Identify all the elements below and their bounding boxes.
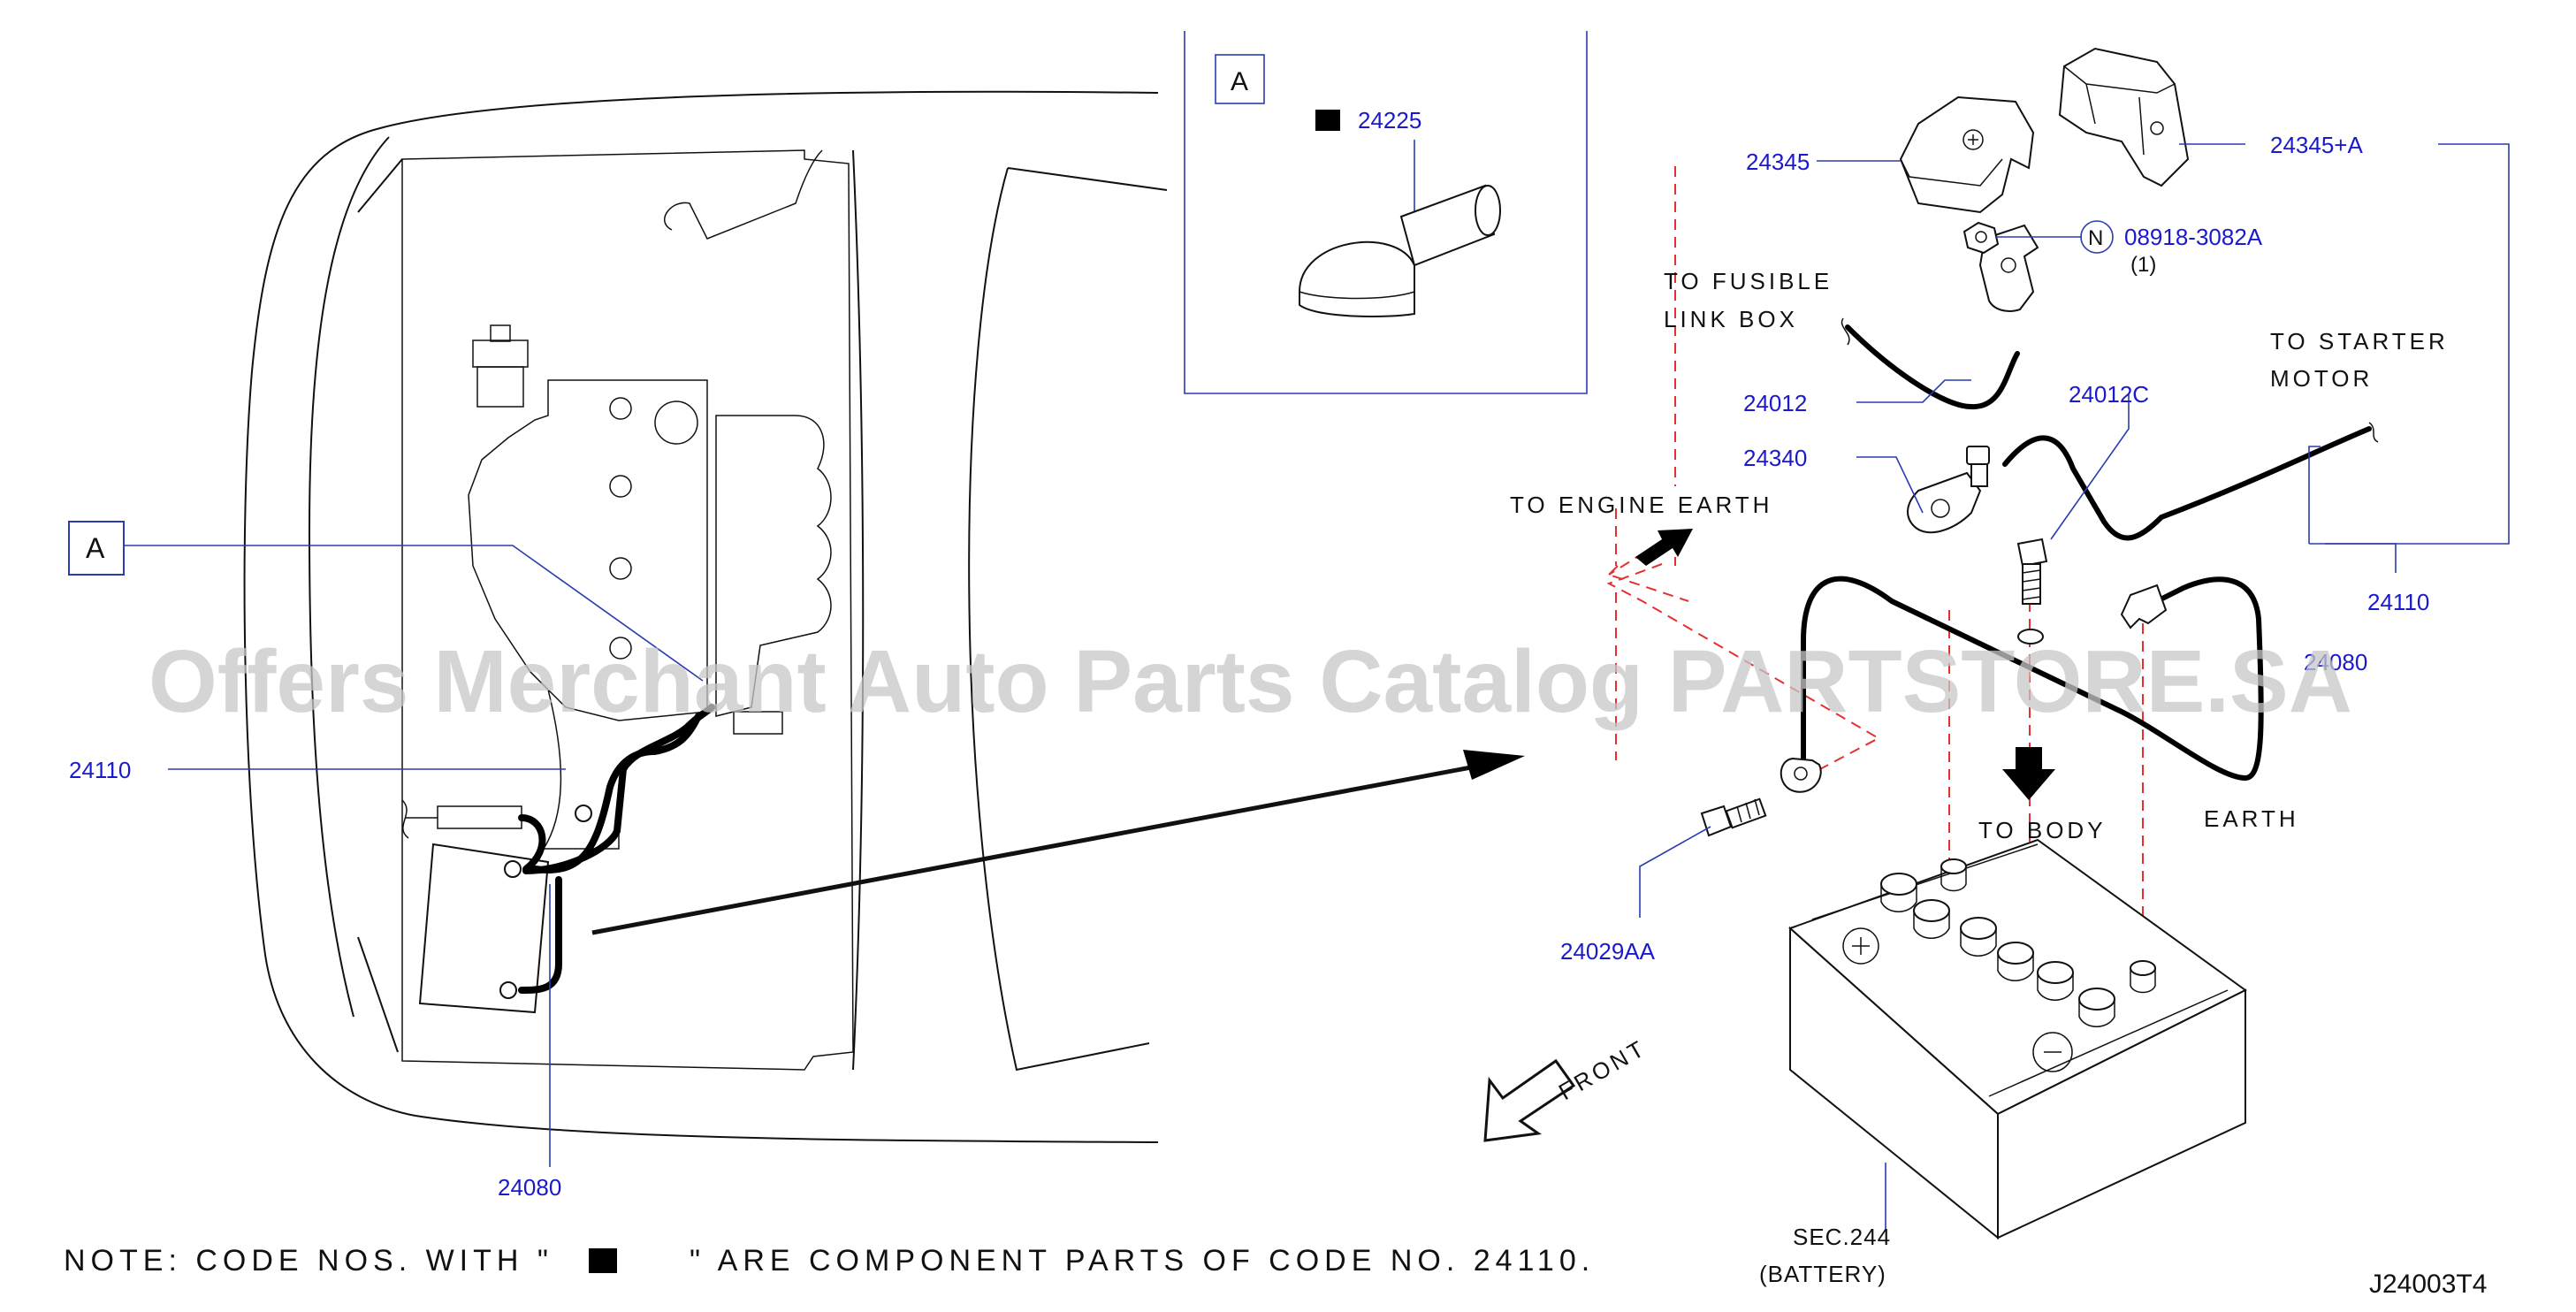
earth-label: EARTH: [2204, 805, 2299, 832]
watermark: Offers Merchant Auto Parts Catalog PARTS…: [149, 632, 2352, 731]
dashed-guides: [1606, 166, 2144, 964]
drawing-code: J24003T4: [2369, 1270, 2487, 1299]
terminal-24340: [1907, 446, 1990, 534]
front-label: FRONT: [1554, 1034, 1651, 1105]
bolt-24012c: [2016, 538, 2048, 605]
nut-symbol: N: [2088, 226, 2103, 250]
part-24080-right-label: 24080: [2304, 649, 2367, 675]
note-suffix: " ARE COMPONENT PARTS OF CODE NO. 24110.: [690, 1244, 1595, 1278]
to-starter-motor-line1: TO STARTER: [2270, 328, 2449, 355]
nut-symbol-circle: [2080, 220, 2114, 254]
to-starter-motor-line2: MOTOR: [2270, 365, 2373, 392]
battery-cells: [1880, 858, 2156, 1027]
part-24345a-label: 24345+A: [2270, 132, 2363, 158]
right-leaders: [1639, 143, 2510, 1229]
to-engine-earth-arrow: [1635, 529, 1693, 566]
detail-view-a: A 24225: [1184, 31, 1588, 394]
part-24225-label: 24225: [1358, 107, 1421, 133]
component-marker-square: [1315, 110, 1340, 131]
terminal-cover-24345a: [2058, 47, 2190, 187]
to-fusible-link-line2: LINK BOX: [1664, 306, 1798, 332]
left-callouts: A 24110 24080: [68, 521, 704, 1201]
to-body-label: TO BODY: [1978, 817, 2107, 843]
note-prefix: NOTE: CODE NOS. WITH ": [64, 1244, 553, 1278]
washer-24080: [2017, 629, 2044, 645]
view-a-box-label: A: [1231, 67, 1248, 96]
detail-pointer-arrow: [591, 750, 1525, 935]
part-24080-left-label: 24080: [498, 1174, 561, 1201]
quantity-label: (1): [2130, 253, 2156, 277]
part-08918-label: 08918-3082A: [2124, 224, 2263, 250]
part-24345-label: 24345: [1746, 149, 1810, 175]
part-24110-right-label: 24110: [2367, 589, 2429, 615]
part-24029aa-label: 24029AA: [1560, 938, 1656, 965]
note-line: NOTE: CODE NOS. WITH " " ARE COMPONENT P…: [64, 1244, 1595, 1278]
to-body-arrow: [2002, 747, 2055, 800]
part-24340-label: 24340: [1743, 445, 1807, 471]
view-a-tag: A: [86, 532, 105, 564]
battery-label: (BATTERY): [1759, 1261, 1886, 1287]
bolt-24029aa: [1700, 797, 1767, 837]
front-arrow: [1483, 1058, 1576, 1142]
note-marker-square: [589, 1248, 617, 1273]
engine-block: [468, 324, 832, 850]
cable-24080: [1780, 576, 2264, 793]
battery-sec244: [1788, 838, 2247, 1240]
sec244-label: SEC.244: [1793, 1224, 1891, 1250]
terminal-cover-24345: [1899, 95, 2035, 214]
nut-08918: [1962, 221, 2000, 255]
part-24012-label: 24012: [1743, 390, 1807, 416]
vehicle-battery: [401, 704, 715, 1014]
part-24012c-label: 24012C: [2069, 381, 2149, 408]
to-engine-earth-label: TO ENGINE EARTH: [1510, 492, 1772, 518]
vehicle-outline: [243, 90, 1168, 1143]
part-24110-left-label: 24110: [69, 757, 131, 783]
to-fusible-link-line1: TO FUSIBLE: [1664, 268, 1833, 294]
